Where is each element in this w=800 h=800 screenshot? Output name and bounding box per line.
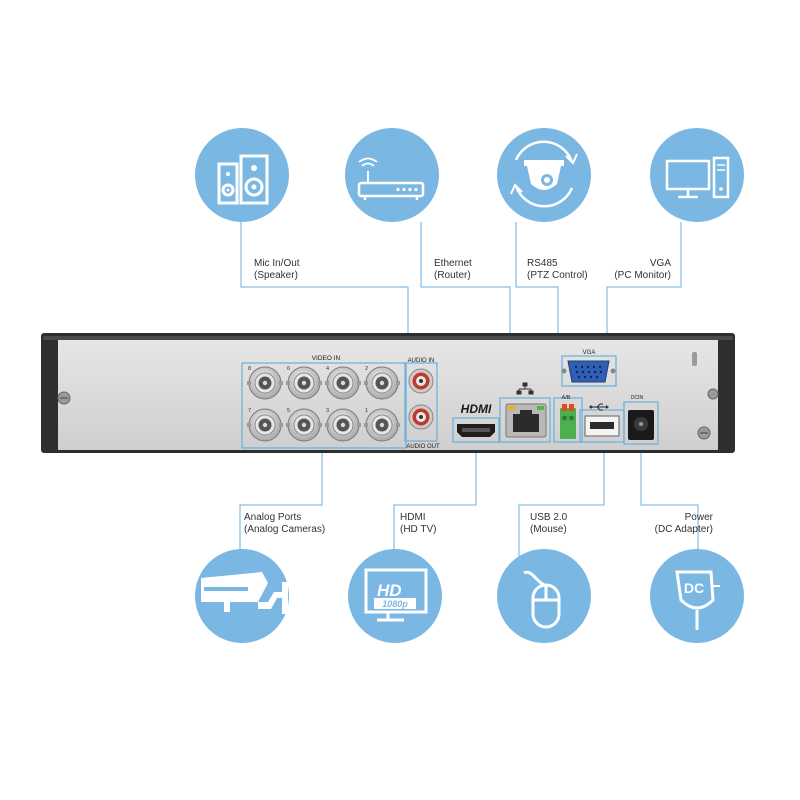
rs485-terminal (553, 397, 583, 443)
dc-adapter-circle: DC (650, 549, 744, 643)
hd-text: HD (377, 581, 402, 600)
mouse-icon (523, 570, 561, 629)
ethernet-port (499, 382, 551, 443)
label-usb-subtitle: (Mouse) (530, 524, 567, 535)
label-vga: VGA (PC Monitor) (541, 258, 671, 282)
router-circle (345, 128, 439, 222)
video-in-box (241, 362, 407, 449)
label-vga-title: VGA (649, 258, 671, 269)
bnc-channel-label: 8 (248, 366, 251, 372)
bnc-channel-label: 3 (326, 408, 329, 414)
label-analog-subtitle: (Analog Cameras) (244, 524, 326, 535)
dc-in-jack (623, 401, 659, 445)
bnc-connector (325, 408, 361, 442)
bullet-camera-icon (201, 572, 288, 614)
hdmi-port (452, 417, 500, 443)
bullet-camera-circle (195, 549, 289, 643)
label-vga-subtitle: (PC Monitor) (614, 270, 671, 281)
label-power-title: Power (684, 512, 713, 523)
bnc-connector (364, 366, 400, 400)
bnc-row-top: 8 6 4 2 (247, 366, 400, 400)
audio-out-jack (408, 404, 434, 430)
label-hdmi-title: HDMI (400, 512, 426, 523)
ptz-camera-icon (510, 140, 578, 208)
label-analog: Analog Ports (Analog Cameras) (244, 512, 374, 536)
bnc-connector (286, 408, 322, 442)
pc-monitor-circle (650, 128, 744, 222)
audio-box (404, 362, 438, 442)
line-vga (606, 222, 682, 356)
label-rs485: RS485 (PTZ Control) (527, 258, 657, 282)
line-hdmi (393, 442, 477, 560)
video-in-label: VIDEO IN (312, 355, 341, 362)
label-usb-title: USB 2.0 (530, 512, 568, 523)
bnc-channel-label: 5 (287, 408, 290, 414)
hd-tv-circle: HD 1080p (348, 549, 442, 643)
label-ethernet-title: Ethernet (434, 258, 472, 269)
bnc-channel-label: 2 (365, 366, 368, 372)
pc-monitor-icon (665, 156, 730, 199)
audio-in-label: AUDIO IN (408, 358, 435, 364)
audio-in-jack (408, 368, 434, 394)
label-hdmi: HDMI (HD TV) (400, 512, 530, 536)
bnc-connector (286, 366, 322, 400)
ab-label: A/B (562, 395, 571, 401)
bnc-channel-label: 6 (287, 366, 290, 372)
bnc-channel-label: 1 (365, 408, 368, 414)
1080p-text: 1080p (382, 599, 408, 609)
bnc-connector (364, 408, 400, 442)
hdmi-logo: HDMI (461, 402, 492, 416)
vga-label: VGA (583, 350, 596, 356)
bnc-connector (247, 408, 283, 442)
bnc-row-bottom: 7 5 3 1 (247, 408, 400, 442)
dcin-label: DCIN (631, 395, 644, 401)
hd-tv-icon: HD 1080p (364, 568, 428, 622)
label-analog-title: Analog Ports (244, 512, 302, 523)
label-rs485-subtitle: (PTZ Control) (527, 270, 588, 281)
line-analog (239, 440, 323, 560)
screw (707, 388, 719, 400)
router-icon (357, 157, 425, 200)
mouse-circle (497, 549, 591, 643)
label-usb: USB 2.0 (Mouse) (530, 512, 660, 536)
label-mic-title: Mic In/Out (254, 258, 300, 269)
speaker-icon (217, 154, 269, 205)
ptz-circle (497, 128, 591, 222)
audio-out-label: AUDIO OUT (406, 444, 440, 450)
bnc-channel-label: 4 (326, 366, 329, 372)
vga-port (561, 355, 617, 387)
speaker-circle (195, 128, 289, 222)
label-mic-subtitle: (Speaker) (254, 270, 298, 281)
usb-port (579, 403, 625, 443)
label-rs485-title: RS485 (527, 258, 558, 269)
line-usb (518, 440, 605, 560)
label-power: Power (DC Adapter) (583, 512, 713, 536)
bnc-channel-label: 7 (248, 408, 251, 414)
line-mic (240, 222, 409, 358)
label-ethernet-subtitle: (Router) (434, 270, 471, 281)
label-mic: Mic In/Out (Speaker) (254, 258, 384, 282)
bnc-connector (325, 366, 361, 400)
bnc-connector (247, 366, 283, 400)
dc-adapter-icon: DC (675, 570, 720, 630)
label-power-subtitle: (DC Adapter) (654, 524, 713, 535)
dc-text: DC (684, 580, 704, 596)
line-power (640, 445, 699, 560)
label-ethernet: Ethernet (Router) (434, 258, 564, 282)
label-hdmi-subtitle: (HD TV) (400, 524, 437, 535)
